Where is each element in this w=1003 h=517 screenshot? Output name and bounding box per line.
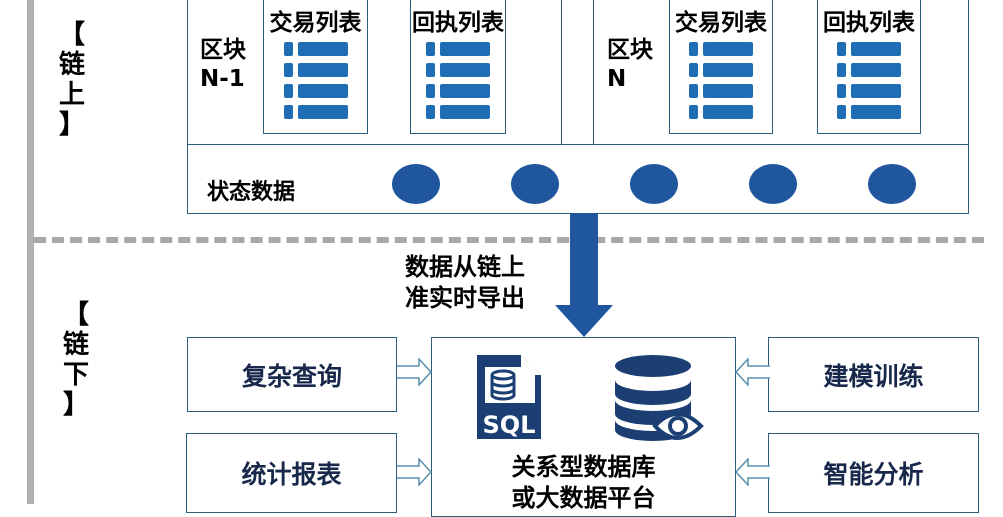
- list-icon: [426, 42, 490, 126]
- hollow-arrow-left-icon: [734, 358, 770, 386]
- function-label: 复杂查询: [241, 361, 342, 391]
- intelligent-analysis-box: 智能分析: [768, 433, 979, 513]
- block-label-text: 区块: [607, 37, 653, 63]
- list-icon: [689, 42, 753, 126]
- block-divider: [593, 0, 594, 145]
- block-label-id: N-1: [200, 66, 245, 92]
- hollow-arrow-right-icon: [397, 358, 433, 386]
- list-icon: [837, 42, 901, 126]
- state-data-label: 状态数据: [207, 180, 296, 205]
- bracket: 】: [58, 110, 85, 140]
- bracket: 】: [62, 390, 89, 420]
- database-platform-box: SQL 关系型数据库 或大数据平台: [431, 337, 736, 517]
- hollow-arrow-left-icon: [734, 458, 770, 486]
- label-char: 链: [58, 50, 85, 80]
- on-chain-label: 【 链 上 】: [57, 20, 87, 140]
- chain-boundary-divider: [34, 237, 984, 243]
- state-data-circle: [630, 164, 678, 204]
- model-training-box: 建模训练: [768, 337, 979, 412]
- off-chain-label: 【 链 下 】: [61, 300, 91, 420]
- transaction-list-box: 交易列表: [263, 0, 368, 134]
- receipt-list-box: 回执列表: [817, 0, 921, 134]
- label-char: 下: [62, 360, 89, 390]
- bracket: 【: [58, 20, 85, 50]
- block-n-label: 区块 N: [607, 36, 653, 94]
- transaction-list-title: 交易列表: [269, 10, 362, 36]
- complex-query-box: 复杂查询: [187, 337, 397, 412]
- statistics-report-box: 统计报表: [186, 433, 397, 513]
- state-data-circle: [868, 164, 916, 204]
- hollow-arrow-right-icon: [397, 458, 433, 486]
- function-label: 智能分析: [823, 460, 924, 489]
- receipt-list-box: 回执列表: [410, 0, 506, 134]
- function-label: 统计报表: [241, 460, 342, 489]
- state-divider: [187, 144, 969, 145]
- export-arrow-icon: [555, 213, 613, 337]
- export-label-line: 数据从链上: [405, 253, 525, 281]
- block-label-text: 区块: [200, 37, 246, 63]
- receipt-list-title: 回执列表: [823, 10, 915, 36]
- transaction-list-title: 交易列表: [675, 10, 767, 36]
- list-icon: [283, 42, 348, 126]
- sql-text: SQL: [483, 411, 536, 439]
- receipt-list-title: 回执列表: [412, 10, 504, 36]
- function-label: 建模训练: [823, 361, 924, 391]
- export-label: 数据从链上 准实时导出: [405, 252, 525, 314]
- database-label-line: 关系型数据库: [511, 453, 656, 481]
- block-divider: [561, 0, 562, 145]
- bracket: 【: [62, 300, 89, 330]
- state-data-circle: [749, 164, 797, 204]
- block-label-id: N: [607, 66, 627, 92]
- state-data-circle: [511, 164, 559, 204]
- database-label-line: 或大数据平台: [511, 484, 656, 512]
- label-char: 上: [58, 80, 85, 110]
- state-data-circle: [392, 164, 440, 204]
- transaction-list-box: 交易列表: [669, 0, 773, 134]
- vertical-axis-line: [27, 0, 34, 504]
- sql-file-icon: SQL: [477, 355, 541, 439]
- label-char: 链: [62, 330, 89, 360]
- database-platform-label: 关系型数据库 或大数据平台: [432, 452, 735, 514]
- database-eye-icon: [615, 355, 704, 441]
- export-label-line: 准实时导出: [405, 284, 525, 312]
- block-n-1-label: 区块 N-1: [200, 36, 246, 94]
